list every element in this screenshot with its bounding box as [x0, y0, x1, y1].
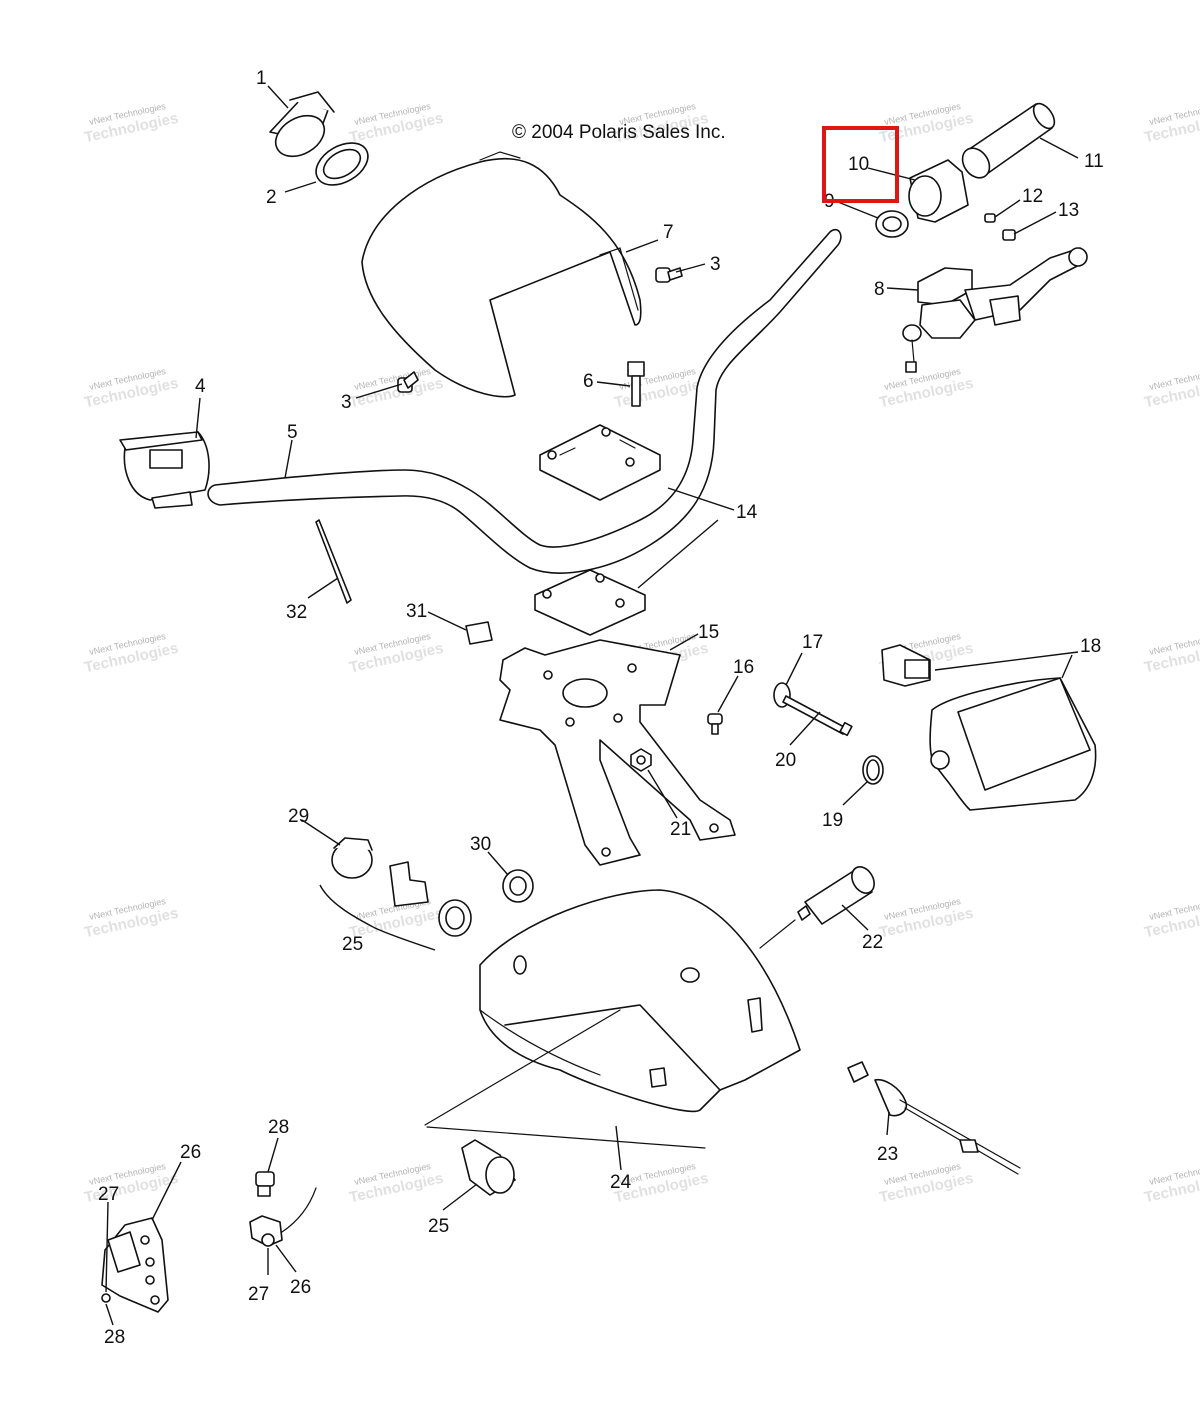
callout-2: 2 [266, 187, 277, 208]
part-25-ring [438, 899, 472, 937]
part-7-pod-cover [361, 151, 642, 398]
part-14-clamp-lower [534, 569, 646, 636]
callout-26-left: 26 [180, 1142, 201, 1163]
part-1-cap [269, 91, 335, 158]
part-8-master-cylinder [902, 247, 1088, 373]
callout-labels: 1 2 7 3 3 4 5 6 14 32 31 15 16 17 18 20 … [98, 68, 1104, 1348]
callout-26-mid: 26 [290, 1277, 311, 1298]
callout-17: 17 [802, 632, 823, 653]
part-5-handlebar [207, 228, 842, 574]
callout-1: 1 [256, 68, 267, 89]
callout-12: 12 [1022, 186, 1043, 207]
callout-18: 18 [1080, 636, 1101, 657]
part-9-grommet [875, 210, 909, 238]
callout-25-upper: 25 [342, 934, 363, 955]
callout-23: 23 [877, 1144, 898, 1165]
part-26-bracket [101, 1217, 169, 1313]
part-19-oring [862, 755, 884, 785]
callout-8: 8 [874, 279, 885, 300]
callout-25-lower: 25 [428, 1216, 449, 1237]
callout-31: 31 [406, 601, 427, 622]
callout-3-lower: 3 [341, 392, 352, 413]
callout-28-mid: 28 [268, 1117, 289, 1138]
callout-10: 10 [848, 154, 869, 175]
callout-11: 11 [1084, 151, 1104, 172]
callout-15: 15 [698, 622, 719, 643]
part-31-clip [465, 621, 493, 645]
callout-22: 22 [862, 932, 883, 953]
part-18-headlight [929, 677, 1097, 811]
part-20-bolt [782, 695, 853, 737]
callout-24: 24 [610, 1172, 632, 1193]
part-24-lower-pod [479, 889, 801, 1113]
part-15-bracket [499, 639, 736, 866]
callout-27-mid: 27 [248, 1284, 269, 1305]
part-14-clamp-upper [539, 424, 661, 501]
part-10-throttle-housing [908, 159, 969, 223]
part-3-screw-upper [655, 267, 683, 283]
callout-20: 20 [775, 750, 796, 771]
callout-32: 32 [286, 602, 307, 623]
part-25-brace [319, 884, 436, 951]
callout-6: 6 [583, 371, 594, 392]
callout-4: 4 [195, 376, 206, 397]
part-28-screw-small [101, 1293, 111, 1303]
callout-14: 14 [736, 502, 758, 523]
callout-3-upper: 3 [710, 254, 721, 275]
part-30-grommet [502, 869, 534, 903]
callout-21: 21 [670, 819, 691, 840]
part-18-bulb [881, 644, 931, 687]
callout-13: 13 [1058, 200, 1079, 221]
part-28-bolt [255, 1171, 275, 1197]
part-13-screw [1002, 229, 1016, 241]
part-25-switch [461, 1139, 516, 1196]
part-32-strap [315, 519, 352, 604]
part-11-grip [961, 102, 1056, 179]
callout-28-left: 28 [104, 1327, 125, 1348]
part-26-sensor [249, 1187, 317, 1247]
part-25-key [389, 861, 429, 907]
part-12-set-screw [984, 213, 996, 223]
callout-5: 5 [287, 422, 298, 443]
part-24-edge [424, 1009, 706, 1149]
part-2-ring [315, 142, 369, 186]
callout-16: 16 [733, 657, 754, 678]
callout-10-highlight-box [822, 126, 899, 203]
callout-7: 7 [663, 222, 674, 243]
callout-19: 19 [822, 810, 843, 831]
copyright-text: © 2004 Polaris Sales Inc. [512, 122, 726, 143]
part-29-knob [331, 837, 373, 879]
part-22-dash [759, 919, 796, 949]
leader-lines [105, 85, 1079, 1326]
callout-30: 30 [470, 834, 491, 855]
part-23-cable [847, 1061, 1021, 1175]
callout-27-left: 27 [98, 1184, 119, 1205]
callout-29: 29 [288, 806, 309, 827]
part-22-cylinder [797, 866, 875, 925]
part-21-nut [630, 748, 652, 772]
part-4-switch-housing [119, 431, 210, 509]
part-16-screw [707, 713, 723, 735]
part-6-bolt [627, 361, 645, 407]
